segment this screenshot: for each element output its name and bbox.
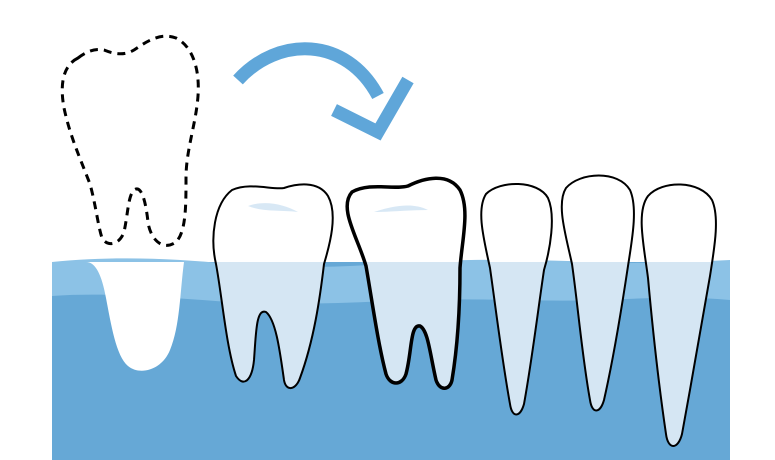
molar-2-outline — [345, 176, 467, 390]
premolar-1 — [480, 182, 553, 416]
arrow-head — [331, 76, 414, 141]
premolar-3-outline — [640, 183, 717, 447]
arrow-shaft — [233, 42, 384, 100]
molar-2-crown — [347, 178, 465, 262]
molar-2-gloss — [374, 205, 428, 212]
molar-1-outline — [212, 183, 334, 389]
empty-socket — [86, 262, 184, 371]
tilting-arrow — [233, 42, 414, 141]
premolar-3-crown — [641, 184, 716, 262]
missing-tooth-outline — [60, 34, 200, 247]
molar-1-crown — [213, 184, 333, 262]
premolar-1-crown — [481, 183, 552, 262]
premolar-1-outline — [480, 182, 553, 416]
premolar-2-outline — [560, 174, 635, 412]
premolar-2 — [560, 174, 635, 412]
premolar-3 — [640, 183, 717, 447]
molar-1 — [212, 183, 334, 389]
molar-1-gloss — [248, 203, 298, 212]
premolar-2-crown — [561, 175, 634, 262]
molar-2-tilted — [345, 176, 467, 390]
